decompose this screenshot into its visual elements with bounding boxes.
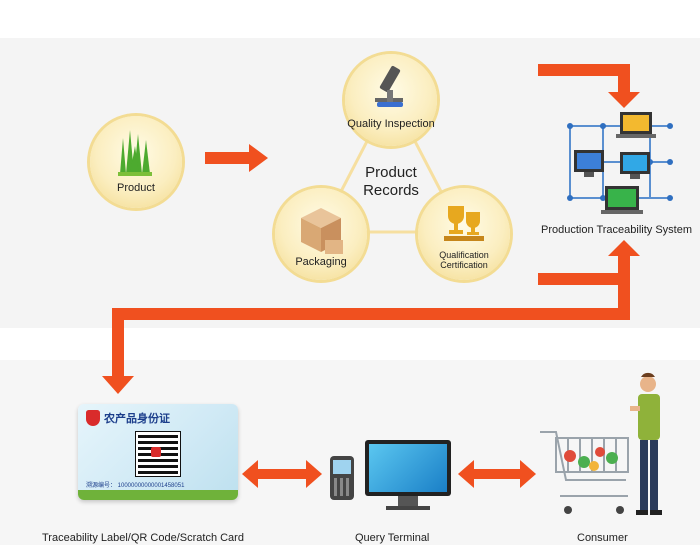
traceability-card: 农产品身份证 溯源编号： 10000000000001458051: [78, 404, 238, 500]
product-node: Product: [90, 116, 182, 208]
network-diagram: [567, 112, 673, 214]
monitor-stand: [398, 496, 418, 506]
card-title: 农产品身份证: [104, 413, 170, 425]
label-caption: Traceability Label/QR Code/Scratch Card: [42, 532, 244, 544]
qualification-label: Qualification Certification: [439, 250, 489, 270]
quality-inspection-label: Quality Inspection: [347, 118, 435, 130]
shield-icon: [86, 410, 100, 426]
arrow-product-to-records: [205, 144, 268, 172]
production-system-caption: Production Traceability System: [541, 224, 693, 236]
card-number: 溯源编号： 10000000000001458051: [86, 483, 185, 489]
qualification-node: Qualification Certification: [418, 188, 510, 280]
grass-icon: [118, 130, 152, 176]
packaging-label: Packaging: [295, 256, 347, 268]
card-footer-strip: [78, 490, 238, 500]
computer-icon: [620, 152, 650, 179]
mobile-phone-icon: [330, 456, 354, 500]
product-label: Product: [117, 182, 155, 194]
qr-center-logo: [151, 447, 161, 457]
consumer-caption: Consumer: [577, 532, 628, 544]
box-icon: [301, 208, 343, 254]
microscope-icon: [375, 65, 403, 107]
monitor-base: [386, 506, 430, 510]
arrow-label-terminal: [242, 460, 322, 488]
computer-icon: [574, 150, 604, 177]
arrow-terminal-consumer: [458, 460, 536, 488]
arrow-into-system: [538, 64, 640, 108]
computer-icon: [601, 186, 643, 214]
computer-icon: [616, 112, 656, 138]
packaging-node: Packaging: [275, 188, 367, 280]
quality-inspection-node: Quality Inspection: [345, 54, 437, 146]
trophy-icon: [444, 206, 484, 241]
monitor-icon: [365, 440, 451, 496]
arrow-return-loop: [102, 240, 640, 394]
query-terminal-caption: Query Terminal: [355, 532, 430, 544]
product-records-title: Product Records: [363, 164, 419, 199]
